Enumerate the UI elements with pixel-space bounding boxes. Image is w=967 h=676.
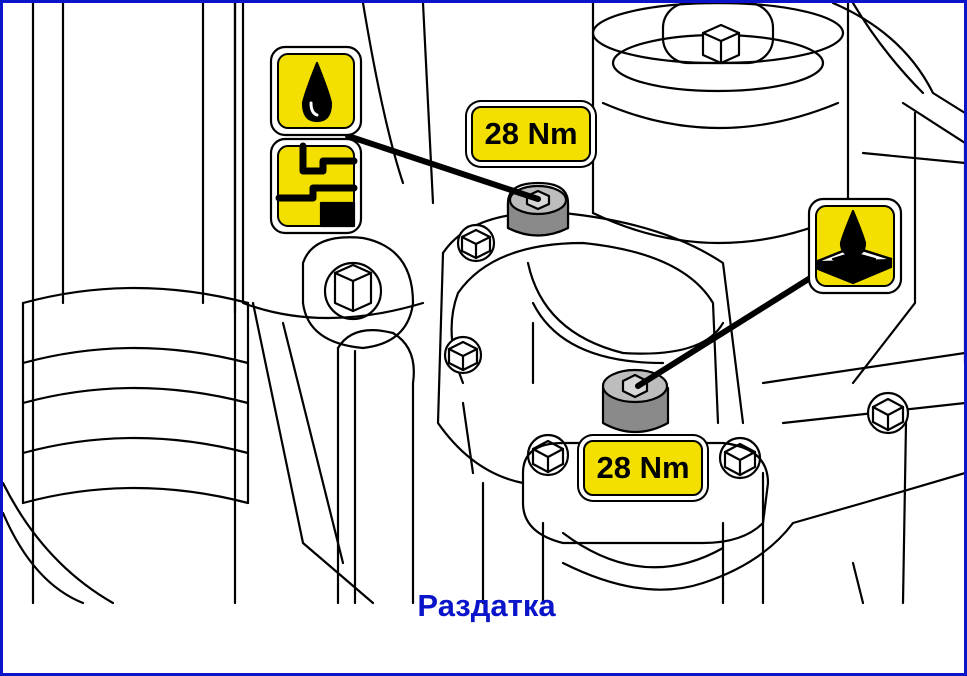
drain-plug-leader <box>635 272 818 389</box>
fill-plug-torque-label: 28 Nm <box>471 106 591 162</box>
oil-drain-pan-icon <box>807 197 903 295</box>
fill-plug-leader <box>345 133 541 202</box>
coolant-hose <box>21 3 250 605</box>
breather-pipe <box>336 329 415 605</box>
gearbox-body <box>436 211 765 605</box>
oil-drop-icon <box>269 45 363 137</box>
drain-plug-torque-label: 28 Nm <box>583 440 703 496</box>
housing-outline <box>3 3 964 605</box>
fill-level-icon <box>269 137 363 235</box>
housing-bolts <box>443 223 910 545</box>
mounting-boss <box>301 236 415 350</box>
diagram-caption: Раздатка <box>417 588 556 623</box>
drain-plug <box>601 368 670 433</box>
transfer-case-drawing <box>3 3 964 605</box>
